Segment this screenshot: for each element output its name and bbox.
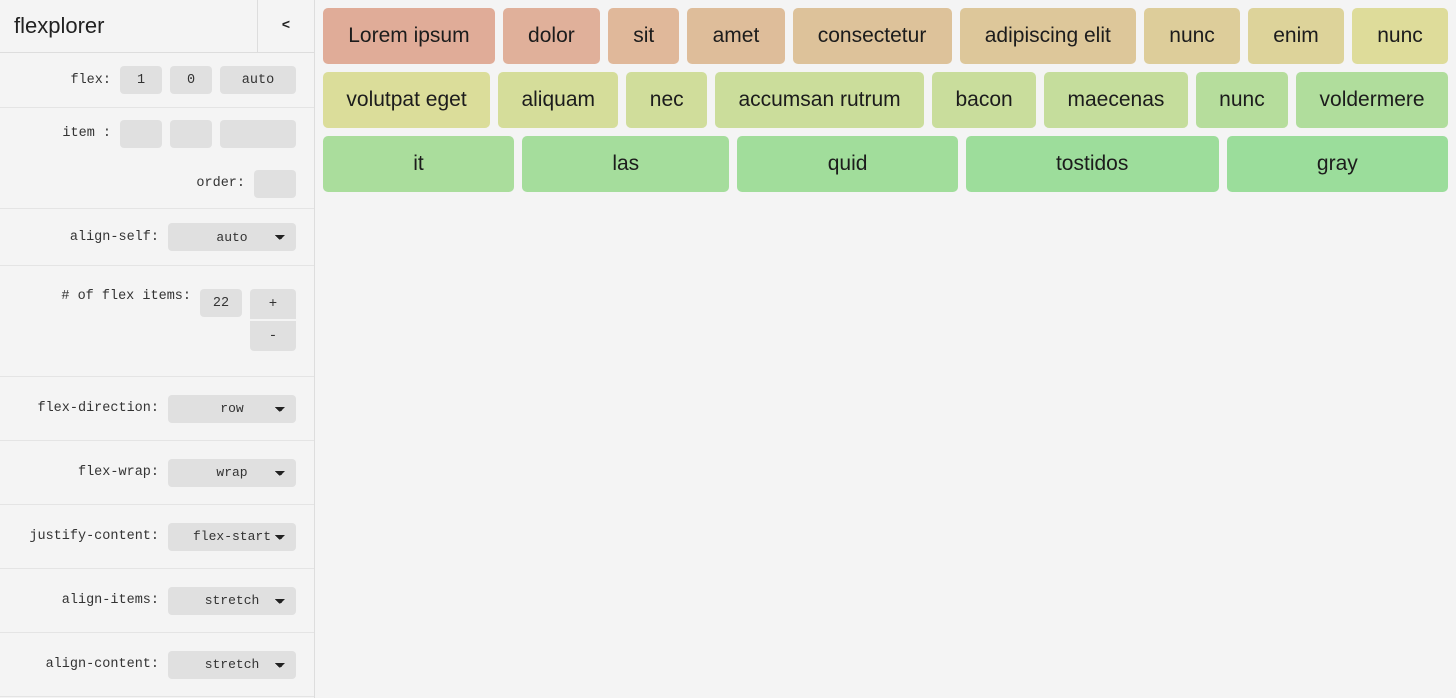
item-count-stepper: + -	[250, 289, 296, 351]
item-count-input[interactable]	[200, 289, 242, 317]
flex-item[interactable]: voldermere	[1296, 72, 1448, 128]
flex-wrap-select[interactable]: nowrapwrapwrap-reverse	[168, 458, 296, 487]
flex-item[interactable]: enim	[1248, 8, 1344, 64]
item-height-input[interactable]	[170, 119, 212, 148]
flex-item[interactable]: nunc	[1144, 8, 1241, 64]
flex-item[interactable]: adipiscing elit	[959, 8, 1137, 64]
flex-item[interactable]: maecenas	[1044, 72, 1188, 128]
item-extra-input[interactable]	[220, 119, 296, 148]
control-row-order: order:	[0, 159, 314, 209]
flex-item[interactable]: amet	[687, 8, 785, 64]
flex-item[interactable]: gray	[1226, 136, 1449, 192]
control-row-align-self: align-self: autoflex-startflex-endcenter…	[0, 209, 314, 266]
increment-items-button[interactable]: +	[250, 289, 296, 319]
item-label: item :	[62, 126, 111, 141]
sidebar-header: flexplorer <	[0, 0, 314, 53]
flex-wrap-label: flex-wrap:	[77, 465, 159, 480]
flex-label: flex:	[70, 72, 111, 88]
justify-content-label: justify-content:	[29, 529, 159, 544]
flex-direction-label: flex-direction:	[37, 401, 159, 416]
justify-content-select[interactable]: flex-startflex-endcenterspace-betweenspa…	[168, 522, 296, 551]
controls-sidebar: flexplorer < flex: item : order:	[0, 0, 315, 698]
align-content-label: align-content:	[45, 657, 159, 672]
control-row-flex-direction: flex-direction: rowrow-reversecolumncolu…	[0, 377, 314, 441]
flex-item[interactable]: dolor	[502, 8, 600, 64]
order-label: order:	[196, 176, 245, 191]
flex-item[interactable]: aliquam	[498, 72, 619, 128]
flex-item[interactable]: tostidos	[965, 136, 1219, 192]
item-count-label: # of flex items:	[61, 289, 191, 304]
flex-item[interactable]: nunc	[1352, 8, 1448, 64]
control-row-item: item :	[0, 108, 314, 159]
flex-item[interactable]: nec	[626, 72, 708, 128]
flex-item[interactable]: accumsan rutrum	[715, 72, 925, 128]
control-row-align-content: align-content: flex-startflex-endcenters…	[0, 633, 314, 697]
flex-item[interactable]: quid	[737, 136, 958, 192]
flex-item[interactable]: consectetur	[792, 8, 952, 64]
flex-item[interactable]: bacon	[932, 72, 1037, 128]
flex-item[interactable]: sit	[607, 8, 680, 64]
control-row-flex: flex:	[0, 53, 314, 108]
control-row-item-count: # of flex items: + -	[0, 266, 314, 377]
align-self-select[interactable]: autoflex-startflex-endcenterbaselinestre…	[168, 223, 296, 251]
decrement-items-button[interactable]: -	[250, 321, 296, 351]
chevron-left-icon[interactable]: <	[257, 0, 314, 53]
flex-item[interactable]: nunc	[1195, 72, 1289, 128]
flex-basis-input[interactable]	[220, 66, 296, 94]
flex-grow-input[interactable]	[120, 66, 162, 94]
item-width-input[interactable]	[120, 119, 162, 148]
order-input[interactable]	[254, 169, 296, 198]
flex-shrink-input[interactable]	[170, 66, 212, 94]
flex-direction-select[interactable]: rowrow-reversecolumncolumn-reverse	[168, 394, 296, 423]
flex-item[interactable]: Lorem ipsum	[323, 8, 495, 64]
control-row-align-items: align-items: flex-startflex-endcenterbas…	[0, 569, 314, 633]
flex-item[interactable]: las	[522, 136, 730, 192]
flex-item[interactable]: it	[323, 136, 515, 192]
control-row-justify-content: justify-content: flex-startflex-endcente…	[0, 505, 314, 569]
align-items-label: align-items:	[61, 593, 159, 608]
control-row-flex-wrap: flex-wrap: nowrapwrapwrap-reverse	[0, 441, 314, 505]
app-title: flexplorer	[14, 13, 105, 38]
flex-item[interactable]: volutpat eget	[323, 72, 491, 128]
align-content-select[interactable]: flex-startflex-endcenterspace-betweenspa…	[168, 650, 296, 679]
align-items-select[interactable]: flex-startflex-endcenterbaselinestretch	[168, 586, 296, 615]
align-self-label: align-self:	[69, 229, 159, 245]
